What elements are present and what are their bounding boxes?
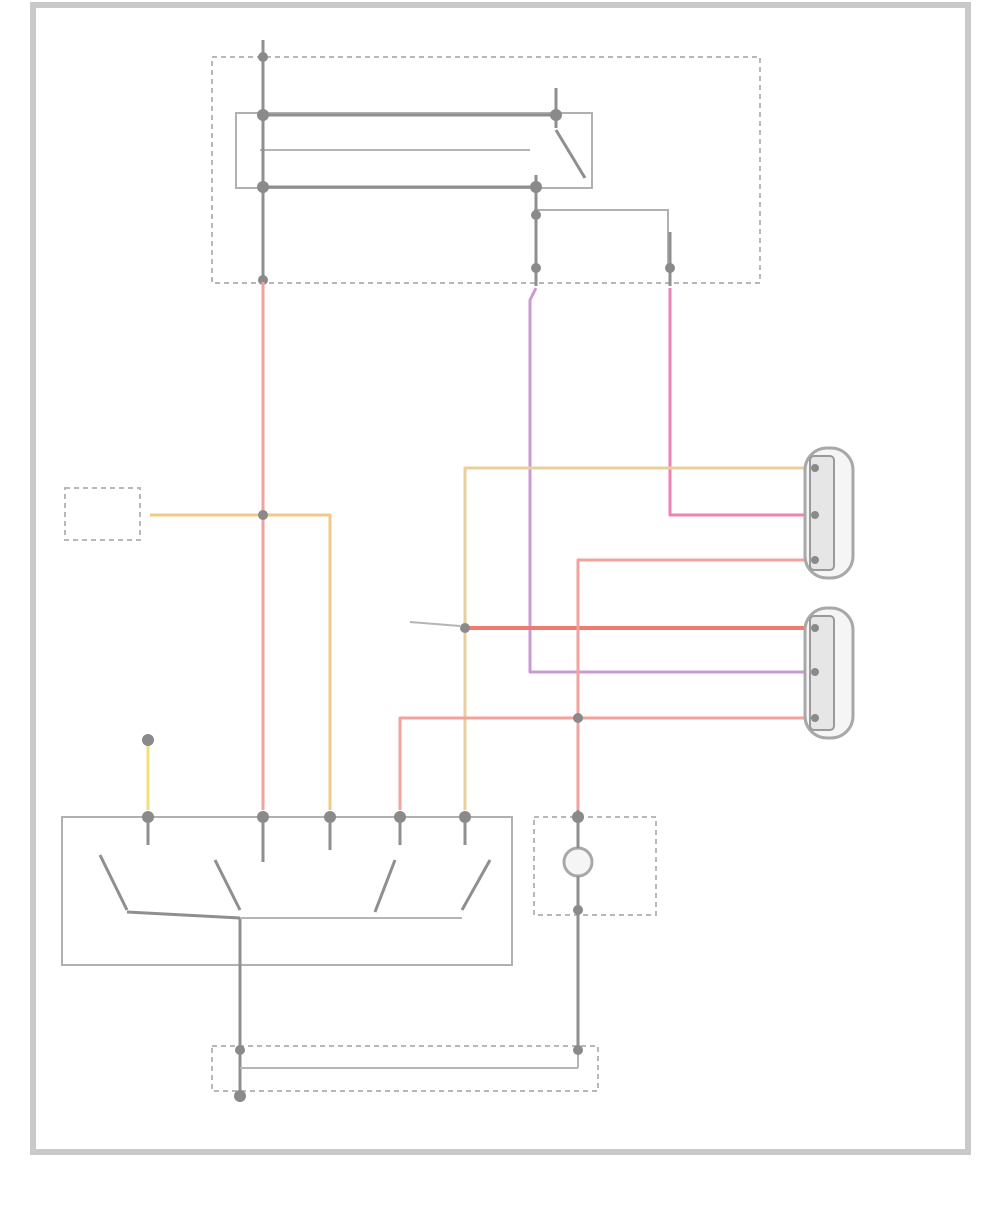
diagram-frame	[30, 2, 971, 1155]
multifunction-switch-box	[61, 816, 513, 966]
pcm-feed-wire	[150, 513, 332, 810]
relay-node-upper	[550, 109, 562, 121]
ground-point	[234, 1090, 246, 1102]
relay-node-b	[531, 263, 541, 273]
left-headlamp-connector	[809, 615, 835, 731]
high-beam-indicator-bulb	[562, 846, 594, 878]
fuse-node	[258, 52, 268, 62]
ground-pin-left	[235, 1045, 245, 1055]
relay-node-a	[531, 210, 541, 220]
instrument-cluster-box	[533, 816, 657, 916]
rh-headlamp-ground-wire	[463, 466, 810, 810]
switch-terminal-3	[324, 811, 336, 823]
right-headlamp-connector	[809, 455, 835, 571]
splice-lead	[409, 621, 461, 627]
connector-pin-1	[258, 275, 268, 285]
pcm-box	[64, 487, 141, 541]
beam-switch-contact-2	[460, 859, 492, 911]
rh-high-return-wire	[576, 558, 810, 810]
wire-harness	[146, 282, 810, 810]
switch-common-wire	[126, 910, 241, 920]
relay-node-lower	[530, 181, 542, 193]
cluster-pin-top	[572, 811, 584, 823]
switch-terminal-2	[257, 811, 269, 823]
ground-connector-box	[211, 1045, 599, 1092]
low-beam-feed-wire	[528, 287, 810, 674]
splice-node-ground	[460, 623, 470, 633]
right-headlamp-pin-1	[811, 464, 819, 472]
switch-terminal-5	[459, 811, 471, 823]
headlamp-switch-contact-1	[98, 854, 129, 911]
cluster-pin-bottom	[573, 905, 583, 915]
right-headlamp-pin-2	[811, 511, 819, 519]
headlamp-switch-contact-2	[213, 859, 242, 911]
left-headlamp-pin-3	[811, 714, 819, 722]
splice-node-high	[573, 713, 583, 723]
bus-node-lower	[257, 181, 269, 193]
ground-pin-right	[573, 1045, 583, 1055]
bus-node-upper	[257, 109, 269, 121]
relay-contact-switch	[554, 129, 587, 179]
lh-high-return-wire	[398, 716, 810, 810]
right-headlamp-pin-3	[811, 556, 819, 564]
left-headlamp-pin-1	[811, 624, 819, 632]
switch-terminal-1	[142, 811, 154, 823]
left-headlamp-pin-2	[811, 668, 819, 676]
splice-node-pcm	[258, 510, 268, 520]
beam-switch-contact-1	[373, 859, 397, 913]
high-beam-feed-wire	[668, 288, 810, 517]
power-module-box	[211, 56, 761, 284]
dimmer-source-node	[142, 734, 154, 746]
relay-coil-box	[534, 209, 669, 272]
relay-node-c	[665, 263, 675, 273]
switch-terminal-4	[394, 811, 406, 823]
switch-terminals	[142, 811, 471, 823]
